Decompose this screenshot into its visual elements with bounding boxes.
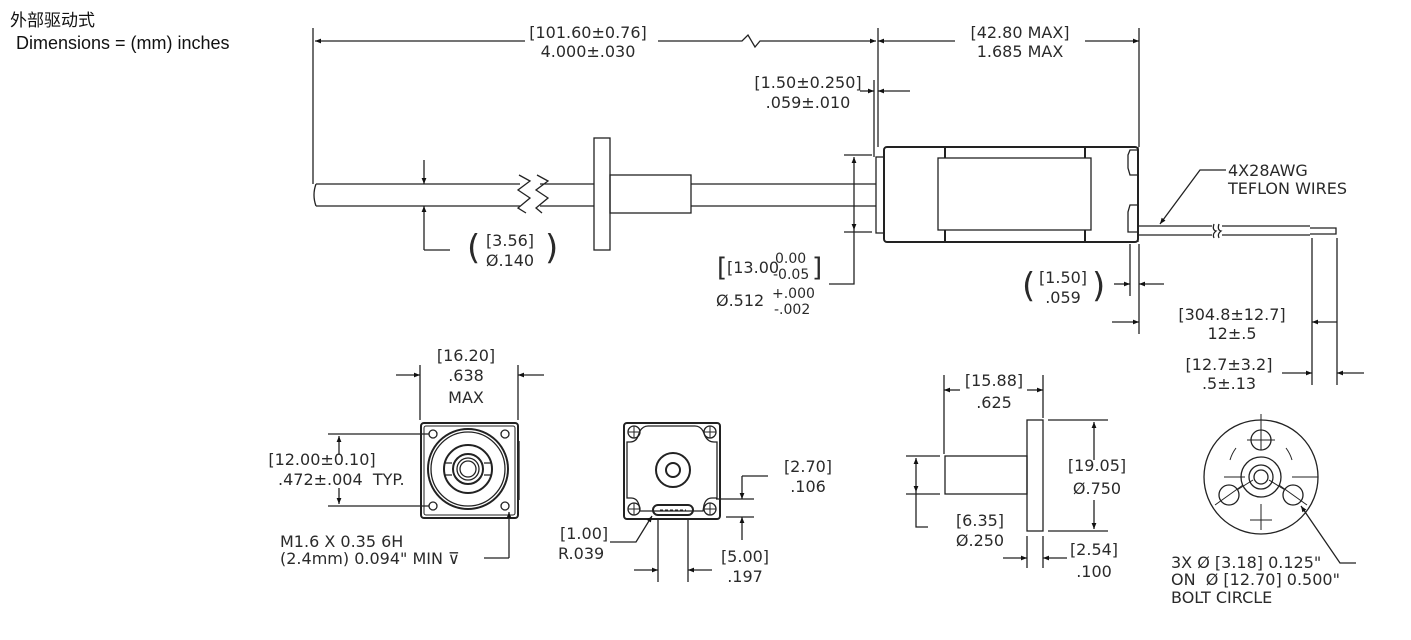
dim-pilot-length: [1.50±0.250] .059±.010 <box>754 73 910 157</box>
overall-length-in: 4.000±.030 <box>541 42 636 61</box>
dim-body-length: [42.80 MAX] 1.685 MAX <box>877 23 1140 147</box>
pilot-diameter-mm-base: [13.00 <box>727 258 779 277</box>
pilot-diameter-mm-tol-minus: -0.05 <box>773 267 809 283</box>
screw-diameter-in: Ø.140 <box>486 251 534 270</box>
front-width-note: MAX <box>448 388 484 407</box>
pilot-diameter-in-tol-minus: -.002 <box>774 302 810 318</box>
wire-strip-in: .5±.13 <box>1202 374 1256 393</box>
paren-close: ) <box>545 228 558 268</box>
header: 外部驱动式 Dimensions = (mm) inches <box>10 10 230 54</box>
thread-note-line2: (2.4mm) 0.094" MIN ⊽ <box>280 549 460 568</box>
slot-width-mm: [5.00] <box>721 547 769 566</box>
flange-thickness-in: .100 <box>1076 562 1112 581</box>
front-width-in: .638 <box>448 366 484 385</box>
pilot-diameter-in-base: Ø.512 <box>716 291 764 310</box>
wire-length-mm: [304.8±12.7] <box>1178 305 1285 324</box>
wires-callout: 4X28AWG TEFLON WIRES <box>1159 161 1347 225</box>
endcap-thickness-mm: [1.50] <box>1039 268 1087 287</box>
slot-radius-mm: [1.00] <box>560 524 608 543</box>
slot-offset-mm: [2.70] <box>784 457 832 476</box>
bracket-open: [ <box>717 253 727 283</box>
bolt-note-line2: ON Ø [12.70] 0.500" <box>1171 570 1340 589</box>
pilot-length-in: .059±.010 <box>766 93 851 112</box>
dim-wire-strip: [12.7±3.2] .5±.13 <box>1186 355 1364 393</box>
front-width-mm: [16.20] <box>437 346 495 365</box>
nut-body-diameter-in: Ø.250 <box>956 531 1004 550</box>
wire-length-in: 12±.5 <box>1207 324 1256 343</box>
motor-body <box>875 146 1139 243</box>
paren-close: ) <box>1092 266 1105 306</box>
dim-endcap-thickness: ( ) [1.50] .059 <box>1022 244 1164 334</box>
drawing-title: 外部驱动式 <box>10 11 95 31</box>
nut-length-in: .625 <box>976 393 1012 412</box>
front-view: [16.20] .638 MAX [12.00±0.10] .472±.004 … <box>268 346 544 568</box>
screw-diameter-mm: [3.56] <box>486 231 534 250</box>
overall-length-mm: [101.60±0.76] <box>529 23 647 42</box>
bolt-note-line3: BOLT CIRCLE <box>1171 588 1272 607</box>
paren-open: ( <box>1022 266 1035 306</box>
flange-diameter-in: Ø.750 <box>1073 479 1121 498</box>
wire-strip-mm: [12.7±3.2] <box>1186 355 1273 374</box>
side-view: [101.60±0.76] 4.000±.030 [42.80 MAX] 1.6… <box>312 23 1364 393</box>
nut-body-diameter-mm: [6.35] <box>956 511 1004 530</box>
lead-screw-nut <box>593 137 876 251</box>
dim-wire-length: [304.8±12.7] 12±.5 <box>1112 238 1338 385</box>
body-length-in: 1.685 MAX <box>977 42 1064 61</box>
wires-label-line2: TEFLON WIRES <box>1227 179 1347 198</box>
corner-screws <box>627 425 717 516</box>
body-length-mm: [42.80 MAX] <box>970 23 1069 42</box>
wires-label-line1: 4X28AWG <box>1228 161 1308 180</box>
bolt-note-line1: 3X Ø [3.18] 0.125" <box>1171 553 1321 572</box>
slot-width-in: .197 <box>727 567 763 586</box>
paren-open: ( <box>467 228 480 268</box>
hole-spacing-mm: [12.00±0.10] <box>268 450 375 469</box>
rear-view: [2.70] .106 [1.00] R.039 [5.00] .197 <box>558 422 832 586</box>
thread-note-line1: M1.6 X 0.35 6H <box>280 532 403 551</box>
pilot-diameter-in-tol-plus: +.000 <box>772 286 815 302</box>
nut-front-view: 3X Ø [3.18] 0.125" ON Ø [12.70] 0.500" B… <box>1171 414 1356 607</box>
slot-offset-in: .106 <box>790 477 826 496</box>
nut-length-mm: [15.88] <box>965 371 1023 390</box>
teflon-wires <box>1138 223 1337 239</box>
bracket-close: ] <box>812 253 822 283</box>
hole-spacing-in: .472±.004 TYP. <box>278 470 405 489</box>
dim-screw-diameter: ( ) [3.56] Ø.140 <box>421 160 558 270</box>
dim-overall-length: [101.60±0.76] 4.000±.030 <box>312 23 876 184</box>
lead-screw <box>313 174 594 214</box>
pilot-diameter-mm-tol-plus: 0.00 <box>775 251 806 267</box>
endcap-thickness-in: .059 <box>1045 288 1081 307</box>
units-note: Dimensions = (mm) inches <box>16 33 230 53</box>
slot-radius-in: R.039 <box>558 544 604 563</box>
nut-side-view: [15.88] .625 [6.35] Ø.250 [19.05] Ø.750 … <box>906 371 1126 581</box>
flange-thickness-mm: [2.54] <box>1070 540 1118 559</box>
dim-pilot-diameter: [ [13.00 0.00 -0.05 ] Ø.512 +.000 -.002 <box>716 154 872 318</box>
flange-diameter-mm: [19.05] <box>1068 456 1126 475</box>
pilot-length-mm: [1.50±0.250] <box>754 73 861 92</box>
